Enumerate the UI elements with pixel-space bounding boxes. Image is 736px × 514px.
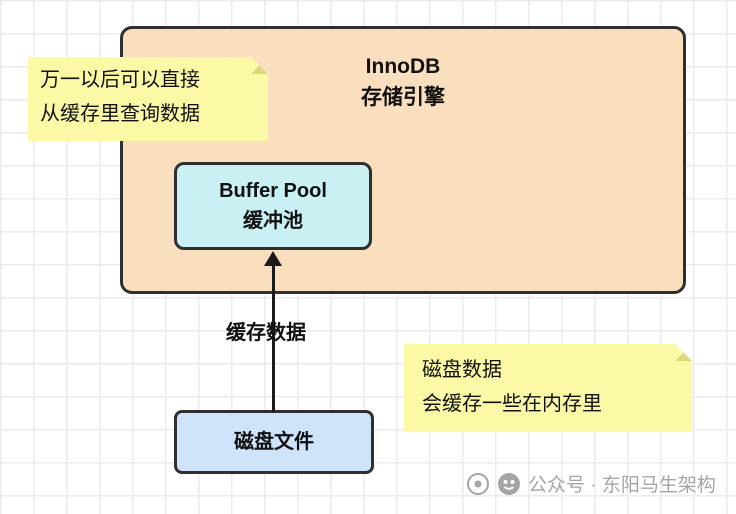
note-top-left: 万一以后可以直接 从缓存里查询数据 xyxy=(28,57,268,141)
note-bottom-right: 磁盘数据 会缓存一些在内存里 xyxy=(404,344,692,432)
disk-file-box: 磁盘文件 xyxy=(174,410,374,474)
buffer-pool-label-en: Buffer Pool xyxy=(219,180,327,202)
note-line: 从缓存里查询数据 xyxy=(40,103,200,125)
buffer-pool-label-zh: 缓冲池 xyxy=(243,210,303,232)
buffer-pool-box: Buffer Pool 缓冲池 xyxy=(174,162,372,250)
note-line: 磁盘数据 xyxy=(422,359,502,381)
watermark-text: 公众号 · 东阳马生架构 xyxy=(528,475,716,496)
note-line: 万一以后可以直接 xyxy=(40,69,200,91)
innodb-title-line2: 存储引擎 xyxy=(361,86,445,109)
wechat-icon xyxy=(498,472,520,495)
innodb-title-line1: InnoDB xyxy=(365,55,441,78)
disk-file-label: 磁盘文件 xyxy=(234,431,314,453)
arrow-line xyxy=(272,265,275,412)
logo-swirl-icon xyxy=(467,472,489,495)
note-line: 会缓存一些在内存里 xyxy=(422,393,602,415)
note-fold-corner-icon xyxy=(675,344,692,361)
watermark: 公众号 · 东阳马生架构 xyxy=(466,470,716,497)
innodb-engine-title: InnoDB 存储引擎 xyxy=(123,51,683,113)
arrow-up-head xyxy=(264,251,282,266)
arrow-label: 缓存数据 xyxy=(226,322,306,344)
